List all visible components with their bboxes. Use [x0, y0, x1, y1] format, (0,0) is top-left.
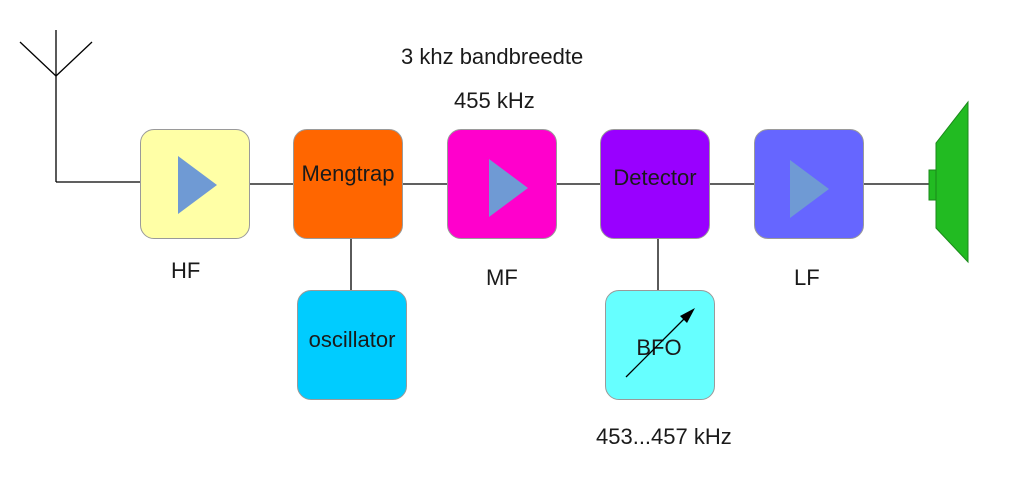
antenna-icon	[19, 30, 93, 182]
detector-label: Detector	[613, 165, 697, 190]
hf-caption: HF	[171, 258, 201, 283]
loudspeaker-icon	[928, 100, 969, 264]
bfo-block: BFO	[605, 290, 715, 400]
amplifier-icon	[178, 156, 217, 214]
bfo-label: BFO	[636, 335, 682, 360]
mixer-label: Mengtrap	[301, 161, 395, 186]
lf-amplifier-block	[754, 129, 864, 239]
hf-amplifier-block	[140, 129, 250, 239]
amplifier-icon	[790, 160, 829, 218]
oscillator-block: oscillator	[297, 290, 407, 400]
detector-block: Detector	[600, 129, 710, 239]
mixer-block: Mengtrap	[293, 129, 403, 239]
bandwidth-caption: 3 khz bandbreedte	[401, 44, 584, 69]
oscillator-label: oscillator	[308, 327, 396, 352]
mf-caption: MF	[486, 265, 518, 290]
amplifier-icon	[489, 159, 528, 217]
lf-caption: LF	[794, 265, 820, 290]
mf-amplifier-block	[447, 129, 557, 239]
if-frequency-caption: 455 kHz	[454, 88, 535, 113]
bfo-range-caption: 453...457 kHz	[596, 424, 732, 449]
variable-arrow-icon	[625, 308, 695, 378]
